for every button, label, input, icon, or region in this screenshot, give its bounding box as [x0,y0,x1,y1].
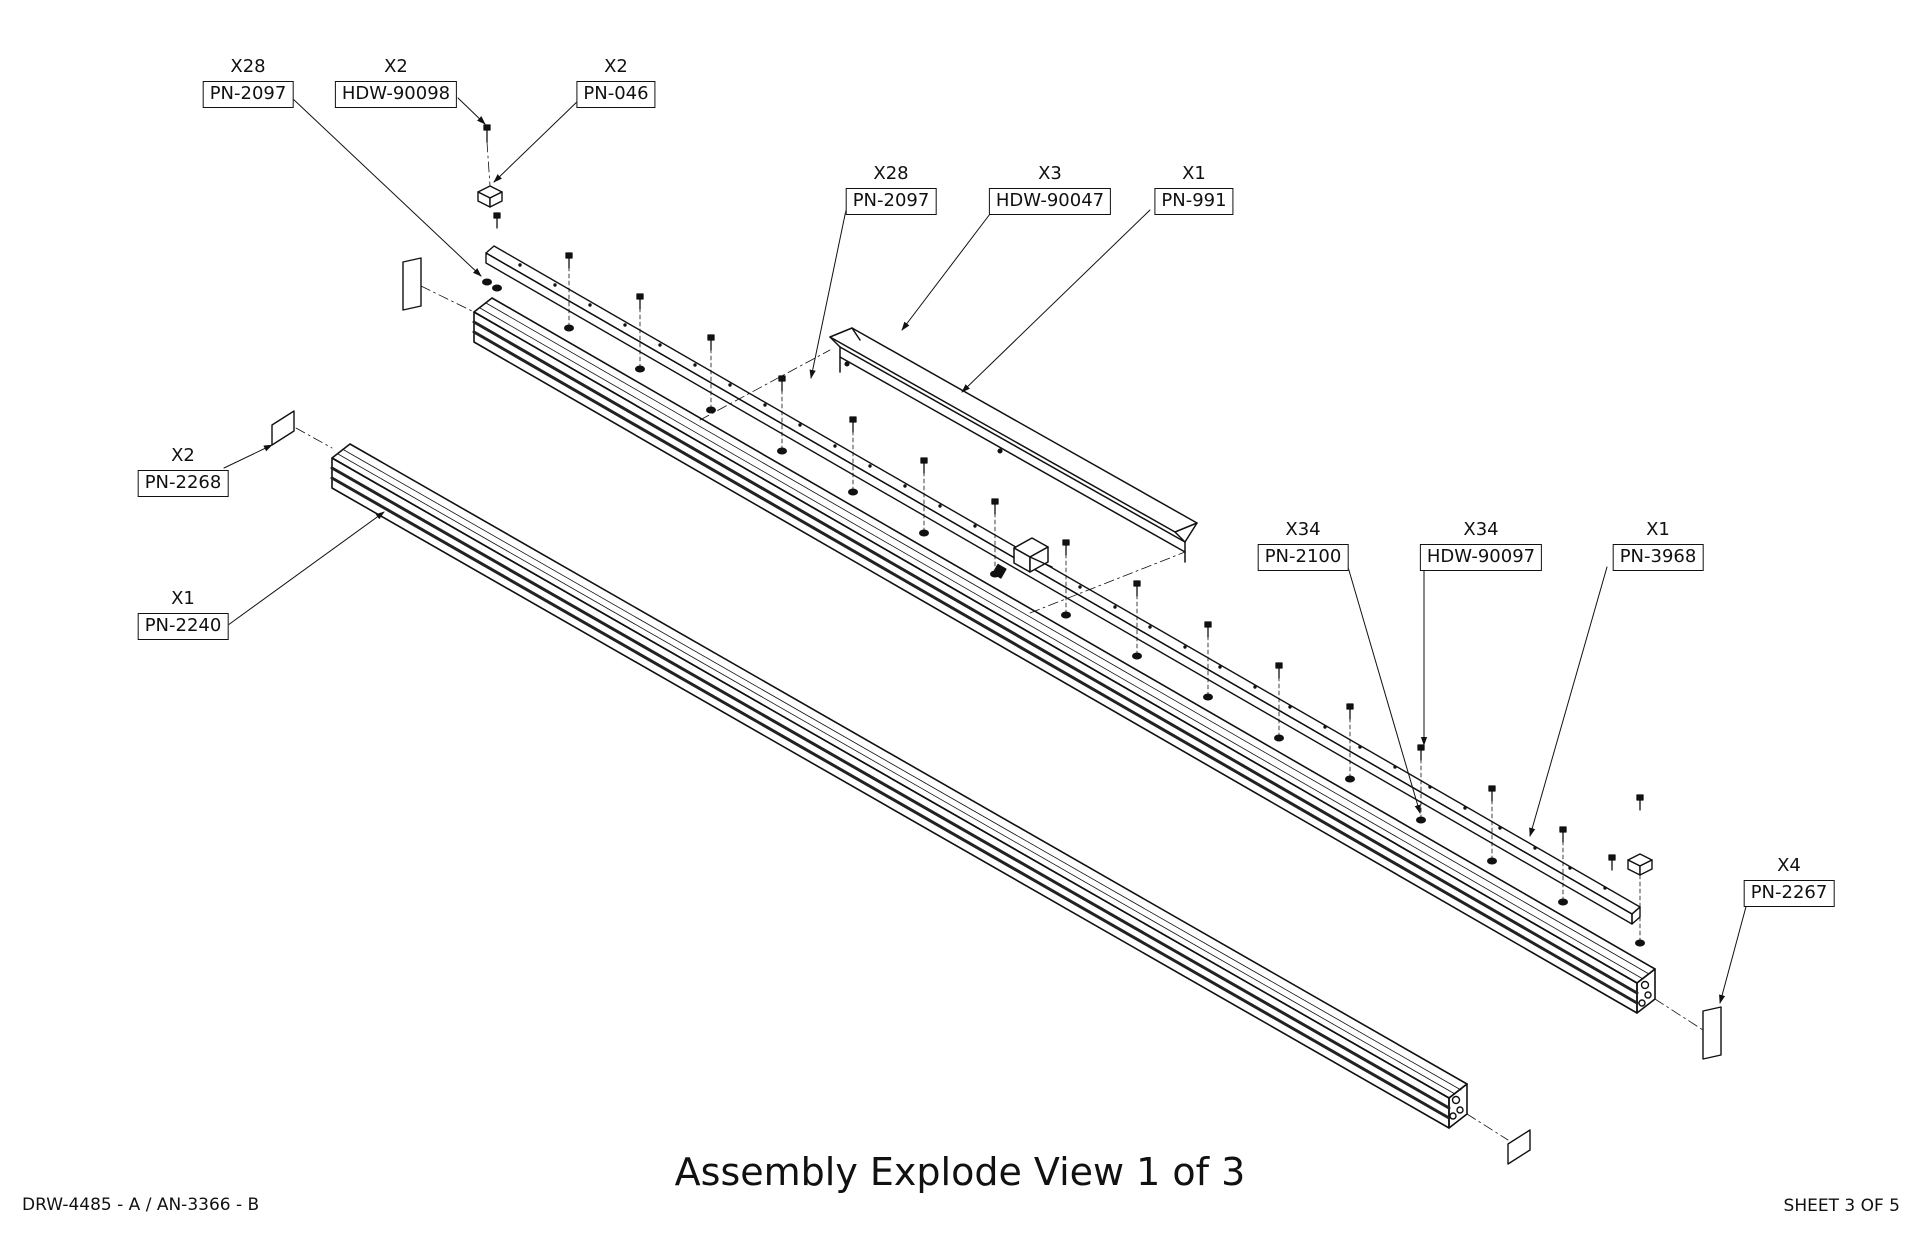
callout-part-number: PN-2240 [137,613,229,640]
callout-part-number: PN-046 [576,81,656,108]
callout-pn-991: X1 PN-991 [1154,163,1234,215]
callout-qty: X1 [1646,519,1670,540]
callout-qty: X2 [171,445,195,466]
view-title: Assembly Explode View 1 of 3 [674,1150,1246,1194]
callout-qty: X3 [1038,163,1062,184]
callout-part-number: HDW-90098 [334,81,458,108]
extrusion-pn-2240 [330,443,1468,1129]
callout-pn-2268: X2 PN-2268 [137,445,229,497]
callout-part-number: HDW-90047 [988,188,1112,215]
callout-hdw-90047: X3 HDW-90047 [988,163,1112,215]
callout-qty: X4 [1777,855,1801,876]
carriage-block [992,537,1053,579]
callout-qty: X2 [384,56,408,77]
callout-qty: X34 [1285,519,1321,540]
callout-part-number: PN-2268 [137,470,229,497]
callout-part-number: HDW-90097 [1419,544,1543,571]
callout-qty: X1 [171,588,195,609]
stop-blocks-pn-046 [477,185,1653,876]
callout-qty: X2 [604,56,628,77]
end-caps [271,257,1722,1165]
linear-rail-pn-3968 [485,245,1641,925]
callout-pn-2267: X4 PN-2267 [1743,855,1835,907]
explode-path-lines [295,141,1704,1141]
sheet-number: SHEET 3 OF 5 [1783,1196,1900,1216]
callout-qty: X1 [1182,163,1206,184]
callout-hdw-90098: X2 HDW-90098 [334,56,458,108]
callout-qty: X28 [873,163,909,184]
callout-part-number: PN-991 [1154,188,1234,215]
callout-part-number: PN-2267 [1743,880,1835,907]
callout-part-number: PN-2097 [202,81,294,108]
callout-pn-2100: X34 PN-2100 [1257,519,1349,571]
drawing-number: DRW-4485 - A / AN-3366 - B [22,1195,260,1215]
callout-part-number: PN-2100 [1257,544,1349,571]
callout-pn-2240: X1 PN-2240 [137,588,229,640]
callout-part-number: PN-2097 [845,188,937,215]
screw-column [568,259,1641,947]
callout-pn-2097-mid: X28 PN-2097 [845,163,937,215]
callout-hdw-90097: X34 HDW-90097 [1419,519,1543,571]
callout-qty: X28 [230,56,266,77]
callout-qty: X34 [1463,519,1499,540]
callout-pn-046: X2 PN-046 [576,56,656,108]
leader-lines [223,97,1748,1004]
callout-part-number: PN-3968 [1612,544,1704,571]
callout-pn-3968: X1 PN-3968 [1612,519,1704,571]
callout-pn-2097-upper: X28 PN-2097 [202,56,294,108]
extrusion-upper [472,297,1656,1014]
cover-bracket-pn-991 [829,327,1198,563]
